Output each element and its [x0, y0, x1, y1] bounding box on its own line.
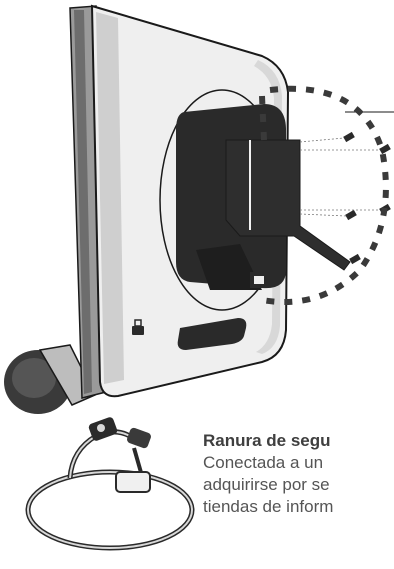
caption-title: Ranura de segu — [203, 431, 331, 450]
rear-connector — [250, 272, 268, 288]
caption-line: adquirirse por se — [203, 475, 330, 494]
callout-circle — [261, 85, 389, 305]
caption-line: tiendas de inform — [203, 497, 334, 516]
mount-arm — [225, 139, 351, 271]
security-slot-caption: Ranura de segu Conectada a un adquirirse… — [203, 430, 394, 518]
caption-line: Conectada a un — [203, 453, 324, 472]
mount-screws — [343, 131, 391, 265]
security-slot — [132, 319, 144, 335]
security-cable-lock — [25, 417, 195, 551]
port-cutout — [177, 318, 247, 350]
